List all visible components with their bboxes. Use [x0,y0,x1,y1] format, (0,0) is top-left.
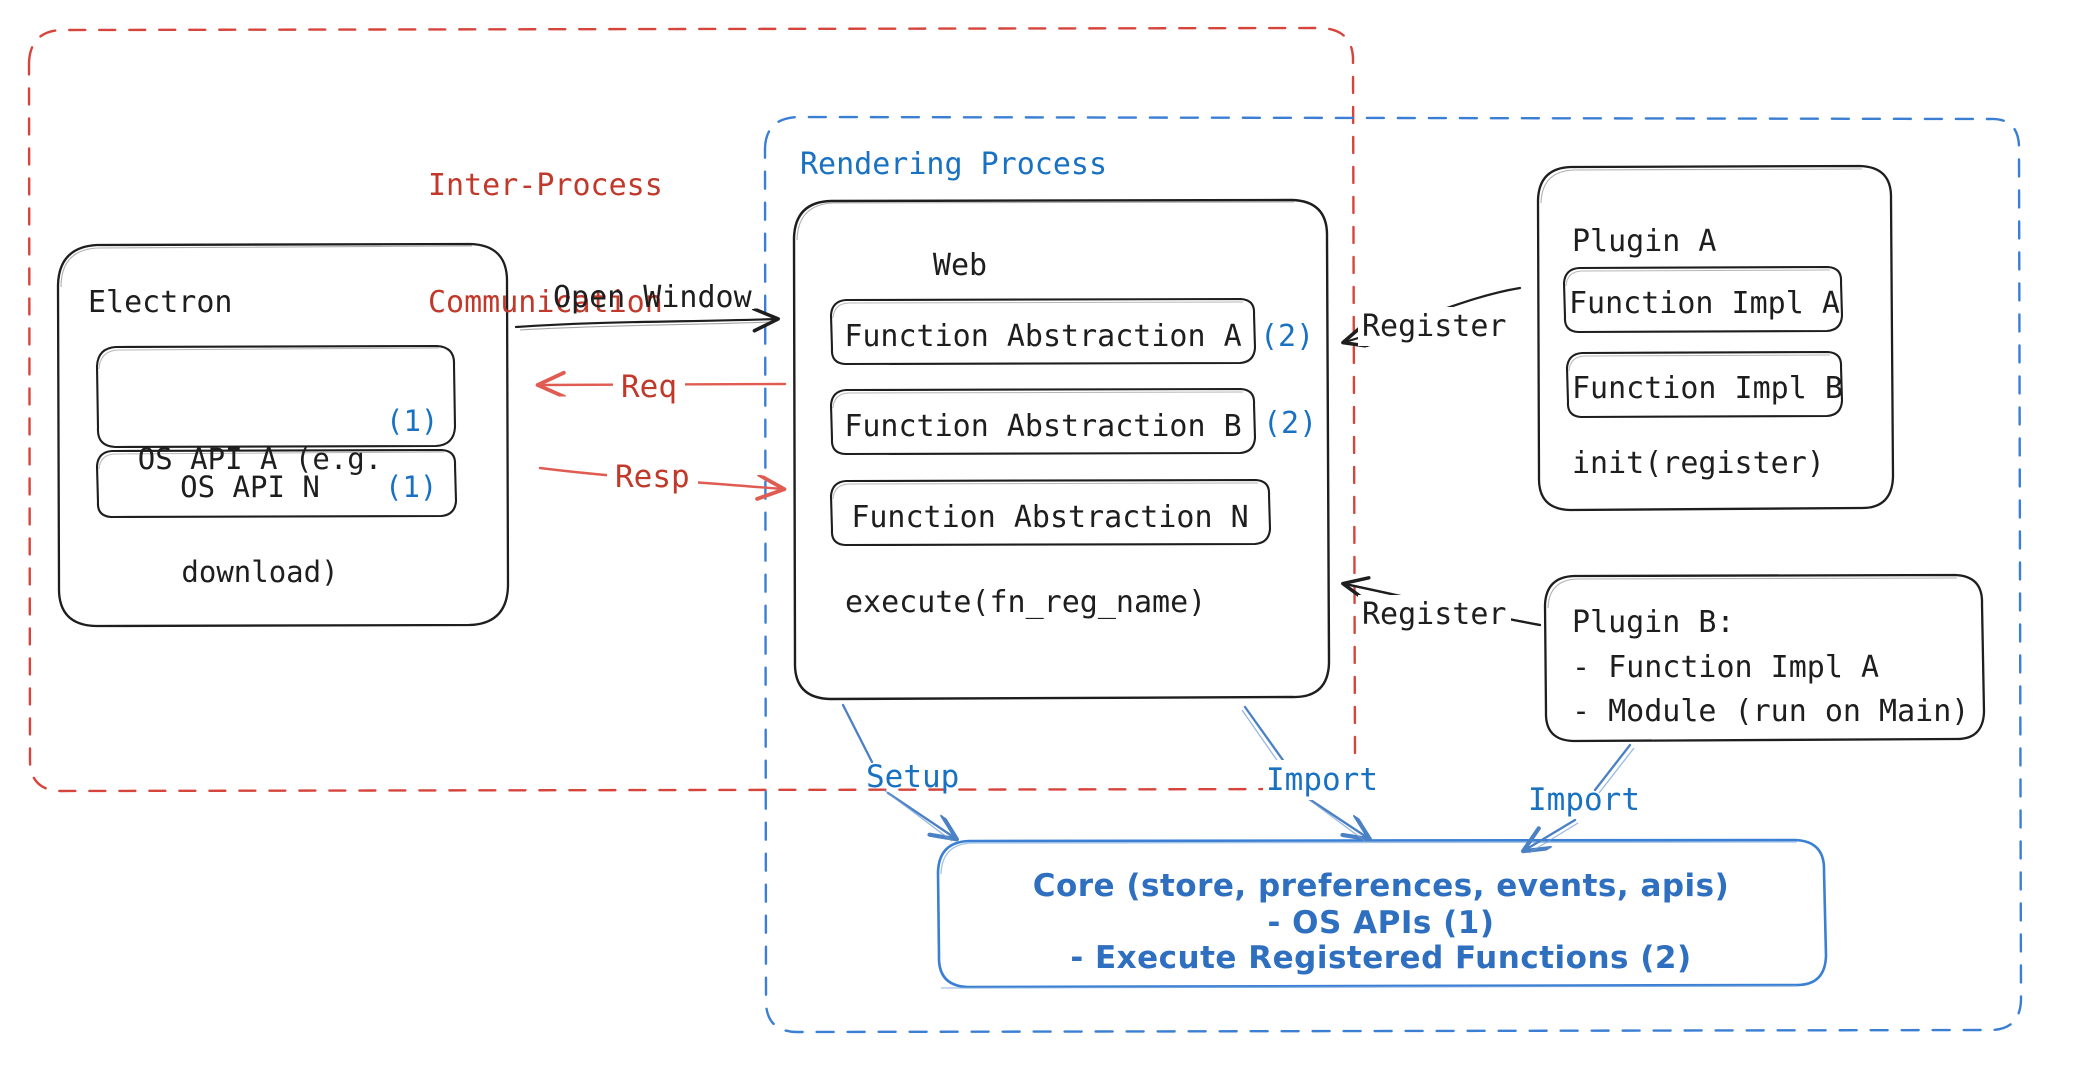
ipc-frame-label: Inter-Process Communication [428,88,728,400]
req-label: Req [613,367,685,408]
plugin-b-line-2: - Module (run on Main) [1572,694,1970,729]
os-api-a-marker: (1) [386,404,439,438]
os-api-a-line2: download) [181,555,339,590]
function-abstraction-a-label: Function Abstraction A [844,319,1242,354]
core-line-1: Core (store, preferences, events, apis) [1032,868,1730,904]
os-api-a-line1: OS API A (e.g. [137,442,383,477]
import-plugin-b-label: Import [1528,782,1640,818]
os-api-n-marker: (1) [385,470,438,504]
setup-label: Setup [866,759,960,795]
function-abstraction-b-marker: (2) [1263,406,1318,441]
core-line-2: - OS APIs (1) [1267,905,1495,941]
function-abstraction-n-label: Function Abstraction N [851,500,1249,535]
function-impl-b-label: Function Impl B [1572,371,1843,406]
plugin-b-line-1: - Function Impl A [1572,650,1880,685]
os-api-a-label: OS API A (e.g. download) [110,366,410,668]
function-abstraction-a-marker: (2) [1260,319,1315,354]
plugin-a-title: Plugin A [1572,224,1717,259]
electron-title: Electron [88,285,233,320]
web-title: Web [932,248,988,283]
plugin-a-footer-label: init(register) [1572,446,1825,481]
plugin-b-title: Plugin B: [1572,605,1735,640]
core-line-3: - Execute Registered Functions (2) [1070,940,1692,976]
function-abstraction-b-label: Function Abstraction B [844,409,1242,444]
import-web-label: Import [1263,760,1381,801]
web-footer-label: execute(fn_reg_name) [845,585,1207,620]
os-api-n-label: OS API N [180,470,320,504]
rendering-process-label: Rendering Process [800,147,1108,182]
ipc-label-line2: Communication [428,285,663,320]
ipc-label-line1: Inter-Process [428,168,663,203]
resp-label: Resp [607,457,698,498]
web-box [792,198,1331,701]
function-impl-a-label: Function Impl A [1569,286,1840,321]
register-top-label: Register [1358,307,1511,346]
register-bottom-label: Register [1358,595,1511,634]
open-window-label: Open Window [553,280,752,315]
